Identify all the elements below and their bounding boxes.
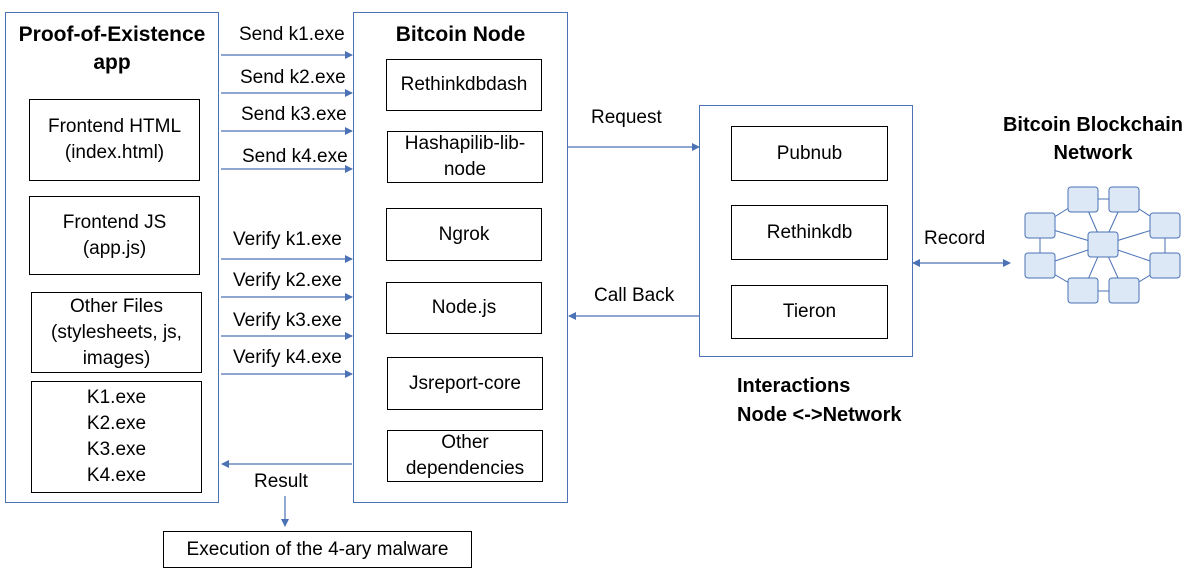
verify-label: Verify k2.exe — [233, 270, 342, 291]
request-label: Request — [591, 107, 662, 128]
module-nodejs: Node.js — [386, 282, 542, 334]
frontend-html-box: Frontend HTML (index.html) — [29, 99, 200, 181]
network-node — [1108, 186, 1140, 213]
network-node — [1024, 212, 1056, 239]
network-node — [1024, 252, 1056, 279]
send-label: Send k2.exe — [240, 67, 346, 88]
blockchain-title: Bitcoin Blockchain Network — [1002, 114, 1184, 164]
service-tieron: Tieron — [731, 285, 888, 339]
execution-box: Execution of the 4-ary malware — [163, 531, 472, 568]
module-hashapilib: Hashapilib-lib- node — [387, 131, 543, 183]
send-label: Send k3.exe — [241, 104, 347, 125]
network-node — [1087, 231, 1119, 258]
other-files-box: Other Files (stylesheets, js, images) — [31, 292, 202, 373]
verify-label: Verify k1.exe — [233, 229, 342, 250]
module-jsreport: Jsreport-core — [387, 357, 543, 410]
record-label: Record — [924, 228, 986, 249]
network-node — [1067, 277, 1099, 304]
service-rethinkdb: Rethinkdb — [731, 205, 888, 260]
module-other-dependencies: Other dependencies — [387, 430, 543, 482]
network-node — [1108, 277, 1140, 304]
callback-label: Call Back — [594, 285, 675, 306]
verify-label: Verify k3.exe — [233, 310, 342, 331]
network-node — [1149, 212, 1181, 239]
send-label: Send k4.exe — [242, 146, 348, 167]
network-node — [1067, 186, 1099, 213]
module-rethinkdbdash: Rethinkdbdash — [386, 59, 542, 111]
interactions-caption: Interactions Node <->Network — [737, 375, 902, 426]
send-label: Send k1.exe — [239, 24, 345, 45]
network-node — [1149, 252, 1181, 279]
service-pubnub: Pubnub — [731, 126, 888, 181]
bitcoin-node-title: Bitcoin Node — [395, 23, 526, 46]
result-label: Result — [254, 471, 308, 492]
verify-label: Verify k4.exe — [233, 347, 342, 368]
exe-files-box: K1.exe K2.exe K3.exe K4.exe — [31, 381, 202, 493]
poe-app-title: Proof-of-Existence app — [18, 23, 206, 74]
module-ngrok: Ngrok — [386, 208, 542, 261]
frontend-js-box: Frontend JS (app.js) — [29, 196, 200, 275]
